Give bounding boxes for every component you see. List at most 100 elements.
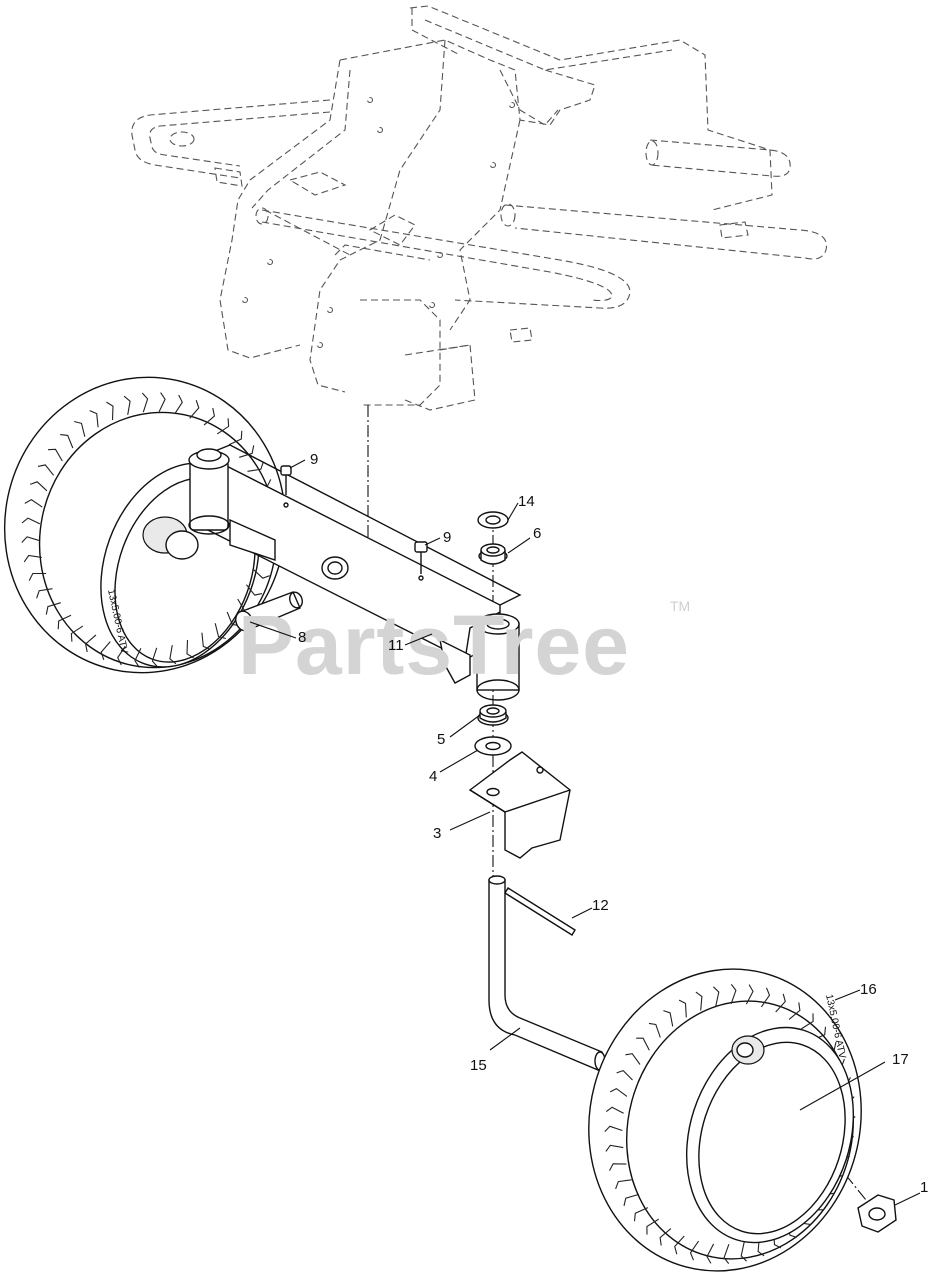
washer-part-14 — [477, 511, 509, 529]
tread-chevron — [21, 517, 41, 525]
callout-4: 4 — [429, 768, 437, 785]
tread-chevron — [23, 554, 42, 563]
callout-12: 12 — [592, 897, 609, 914]
roll-pin-part-12 — [504, 887, 576, 936]
tread-chevron — [689, 1240, 700, 1261]
tread-chevron — [106, 401, 114, 421]
pivot-tube — [476, 613, 520, 701]
callout-15: 15 — [470, 1057, 487, 1074]
tread-chevron — [674, 1235, 685, 1255]
tread-chevron — [174, 394, 183, 415]
tread-chevron — [57, 614, 72, 630]
callout-8: 8 — [298, 629, 306, 646]
tread-chevron — [84, 634, 97, 653]
tread-chevron — [151, 647, 159, 668]
tread-chevron — [123, 395, 131, 415]
tread-chevron — [189, 400, 200, 419]
tread-chevron — [201, 632, 211, 650]
tread-chevron — [216, 418, 230, 435]
bracket-part-3 — [468, 751, 571, 859]
callout-11: 11 — [388, 637, 404, 654]
washer-part-4 — [474, 736, 512, 756]
tread-chevron — [663, 1010, 674, 1027]
caster-rod-part-15 — [488, 875, 606, 1071]
tread-chevron — [30, 481, 48, 492]
callout-9-upper: 9 — [310, 451, 318, 468]
tread-chevron — [788, 1002, 801, 1020]
tread-chevron — [723, 1244, 730, 1265]
tread-chevron — [623, 1193, 639, 1207]
tread-chevron — [247, 461, 264, 472]
axle-arm-part-11 — [188, 444, 522, 684]
tread-chevron — [740, 1241, 747, 1262]
tread-chevron — [625, 1053, 641, 1065]
tread-chevron — [141, 392, 149, 413]
grease-fitting-part-9a — [280, 465, 292, 495]
tread-chevron — [24, 499, 43, 508]
tread-chevron — [239, 445, 255, 458]
tread-chevron — [60, 434, 74, 449]
tread-chevron — [47, 448, 63, 462]
callout-9-lower: 9 — [443, 529, 451, 546]
tread-chevron — [45, 602, 61, 615]
tread-chevron — [252, 568, 270, 579]
tread-chevron — [37, 464, 55, 476]
tread-chevron — [117, 645, 126, 666]
bushing-part-6 — [478, 543, 508, 565]
tread-chevron — [713, 986, 720, 1007]
tread-chevron — [609, 1087, 628, 1097]
wheel-axle-axis — [744, 1049, 871, 1206]
tread-chevron — [636, 1037, 650, 1051]
tread-chevron — [659, 1228, 672, 1246]
callout-17: 17 — [892, 1051, 909, 1068]
callout-3: 3 — [433, 825, 441, 842]
tread-chevron — [74, 420, 86, 437]
tread-chevron — [169, 645, 177, 665]
callout-1: 1 — [920, 1179, 928, 1196]
tread-chevron — [775, 993, 786, 1013]
pin-part-8 — [235, 591, 303, 632]
tread-chevron — [158, 392, 166, 413]
callout-6: 6 — [533, 525, 541, 542]
tread-chevron — [245, 584, 263, 596]
rim-part-17 — [685, 1026, 855, 1244]
tread-chevron — [615, 1179, 632, 1190]
tread-chevron — [134, 647, 142, 668]
tread-chevron — [605, 1144, 624, 1152]
tread-chevron — [616, 1069, 633, 1081]
callout-16: 16 — [860, 981, 877, 998]
tread-chevron — [89, 410, 99, 428]
tread-chevron — [801, 1013, 814, 1030]
tread-chevron — [730, 983, 737, 1004]
tread-chevron — [706, 1243, 715, 1264]
tread-chevron — [745, 984, 754, 1005]
tread-chevron — [633, 1207, 649, 1222]
tread-chevron — [648, 1022, 661, 1038]
callout-leaders — [249, 459, 921, 1206]
tread-chevron — [203, 407, 216, 426]
tread-chevron — [214, 623, 226, 640]
tread-chevron — [605, 1106, 624, 1114]
tread-chevron — [21, 536, 40, 543]
bushing-part-5 — [477, 704, 509, 726]
watermark-text: PartsTree — [238, 598, 630, 692]
ghost-frame — [131, 5, 828, 411]
callout-labels: 9 9 14 6 8 11 5 4 3 12 15 16 17 1 — [298, 451, 928, 1196]
partstree-watermark: PartsTree TM — [238, 598, 690, 692]
tread-chevron — [695, 991, 703, 1011]
tread-chevron — [609, 1163, 627, 1171]
tread-chevron — [100, 641, 111, 660]
watermark-trademark: TM — [670, 598, 690, 614]
tread-chevron — [678, 999, 687, 1018]
callout-14: 14 — [518, 493, 535, 510]
tread-chevron — [70, 625, 84, 642]
tread-chevron — [186, 639, 194, 659]
tread-chevron — [760, 987, 771, 1008]
tread-chevron — [646, 1218, 659, 1235]
tread-chevron — [28, 572, 47, 581]
tread-chevron — [228, 430, 243, 446]
grease-fitting-part-9b — [414, 541, 428, 574]
callout-5: 5 — [437, 731, 445, 748]
tread-chevron — [604, 1125, 623, 1132]
